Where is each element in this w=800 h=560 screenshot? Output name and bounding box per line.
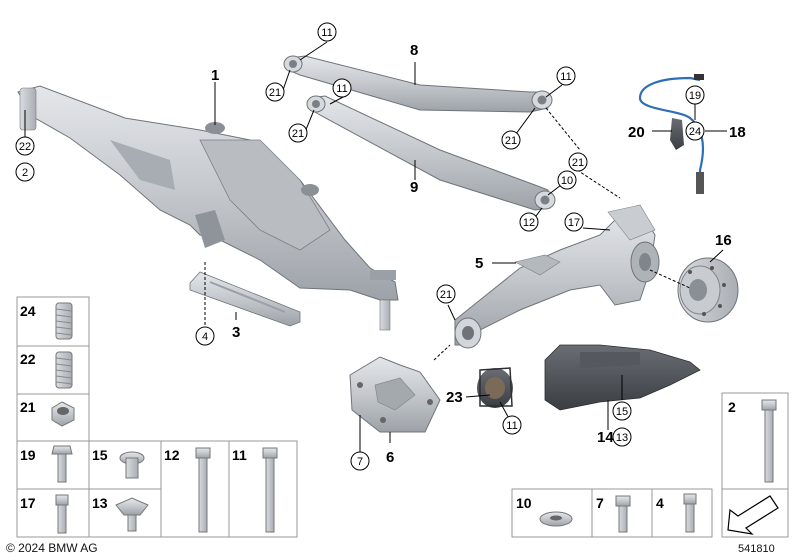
callout-4: 4 (195, 326, 215, 346)
legend-7: 7 (596, 495, 604, 511)
svg-text:17: 17 (568, 217, 580, 229)
callout-2: 2 (15, 162, 35, 182)
svg-text:4: 4 (202, 331, 208, 343)
svg-text:22: 22 (19, 141, 31, 153)
svg-text:11: 11 (506, 420, 517, 432)
direction-arrow-icon (727, 495, 779, 535)
legend-4: 4 (656, 495, 664, 511)
cover-plate (189, 271, 301, 327)
washer-screw-13-icon (115, 497, 149, 532)
callout-17: 17 (564, 212, 584, 232)
callout-3: 3 (232, 324, 240, 341)
svg-text:11: 11 (336, 83, 347, 95)
callout-11-mid: 11 (332, 78, 352, 98)
rubber-mount (477, 367, 513, 408)
callout-circles: 2 22 4 7 11 21 11 21 11 21 21 10 12 17 2… (15, 22, 705, 471)
svg-text:7: 7 (357, 456, 363, 468)
support-bracket (349, 356, 441, 433)
callout-21-upper-right: 21 (501, 130, 521, 150)
bolt-17-icon (55, 494, 69, 534)
callout-18: 18 (729, 124, 746, 141)
washer-10-icon (539, 511, 573, 527)
legend-15: 15 (92, 447, 108, 463)
callout-16: 16 (715, 232, 732, 249)
callout-7: 7 (350, 451, 370, 471)
upper-control-arm (283, 55, 553, 113)
hardware-legend-right: 2 10 7 4 (511, 392, 789, 538)
svg-text:2: 2 (22, 167, 28, 179)
callout-13: 13 (612, 427, 632, 447)
copyright: © 2024 BMW AG (6, 541, 98, 555)
leader-lines (24, 41, 727, 452)
legend-11: 11 (232, 447, 247, 463)
stud-22-icon (55, 351, 73, 389)
callout-11-top: 11 (317, 22, 337, 42)
bolt-11-icon (262, 447, 278, 533)
callout-23: 23 (446, 389, 463, 406)
sensor-bracket (670, 118, 684, 150)
callout-24: 24 (685, 121, 705, 141)
svg-text:21: 21 (572, 157, 584, 169)
hex-nut-icon (51, 401, 75, 427)
stud-24-icon (55, 302, 73, 340)
svg-text:13: 13 (616, 432, 628, 444)
callout-5: 5 (475, 255, 483, 272)
legend-24: 24 (20, 303, 36, 319)
bolt-2-icon (761, 399, 777, 483)
legend-2: 2 (728, 399, 736, 415)
svg-text:24: 24 (689, 126, 701, 138)
legend-19: 19 (20, 447, 36, 463)
callout-numbers: 1 3 5 6 8 9 14 16 18 20 23 (211, 42, 746, 466)
callout-19: 19 (685, 85, 705, 105)
rear-axle-carrier (17, 85, 399, 331)
svg-text:21: 21 (292, 128, 304, 140)
clip-nut-15-icon (119, 451, 145, 479)
callout-20: 20 (628, 124, 645, 141)
callout-8: 8 (410, 42, 418, 59)
legend-10: 10 (516, 495, 532, 511)
bolt-12-icon (195, 447, 211, 533)
screw-7-icon (615, 495, 631, 533)
callout-10: 10 (557, 170, 577, 190)
callout-15: 15 (612, 401, 632, 421)
svg-text:21: 21 (269, 87, 281, 99)
trailing-arm (454, 204, 660, 349)
wheel-hub (677, 257, 739, 323)
callout-1: 1 (211, 67, 219, 84)
svg-text:21: 21 (505, 135, 517, 147)
legend-12: 12 (164, 447, 180, 463)
svg-text:12: 12 (523, 217, 535, 229)
callout-14: 14 (597, 429, 614, 446)
legend-21: 21 (20, 399, 36, 415)
bolt-4-icon (683, 493, 697, 533)
hardware-legend-left: 24 22 21 19 17 15 13 12 11 (16, 296, 298, 538)
callout-11-bottom: 11 (502, 415, 522, 435)
callout-21-knuckle: 21 (568, 152, 588, 172)
svg-text:15: 15 (616, 406, 628, 418)
document-number: 541810 (738, 543, 775, 555)
svg-text:19: 19 (689, 90, 701, 102)
svg-text:10: 10 (561, 175, 573, 187)
callout-22: 22 (15, 136, 35, 156)
legend-13: 13 (92, 495, 108, 511)
bolt-19-icon (51, 445, 73, 483)
callout-21-mount: 21 (436, 284, 456, 304)
wheel-speed-sensor (638, 74, 705, 194)
svg-text:11: 11 (560, 71, 571, 83)
lower-control-arm (306, 95, 556, 211)
callout-12: 12 (519, 212, 539, 232)
callout-11-right: 11 (556, 66, 576, 86)
callout-6: 6 (386, 449, 394, 466)
legend-17: 17 (20, 495, 36, 511)
callout-9: 9 (410, 179, 418, 196)
legend-22: 22 (20, 351, 36, 367)
svg-text:11: 11 (321, 27, 332, 39)
callout-21-lower-left: 21 (288, 123, 308, 143)
svg-text:21: 21 (440, 289, 452, 301)
callout-21-upper-left: 21 (265, 82, 285, 102)
